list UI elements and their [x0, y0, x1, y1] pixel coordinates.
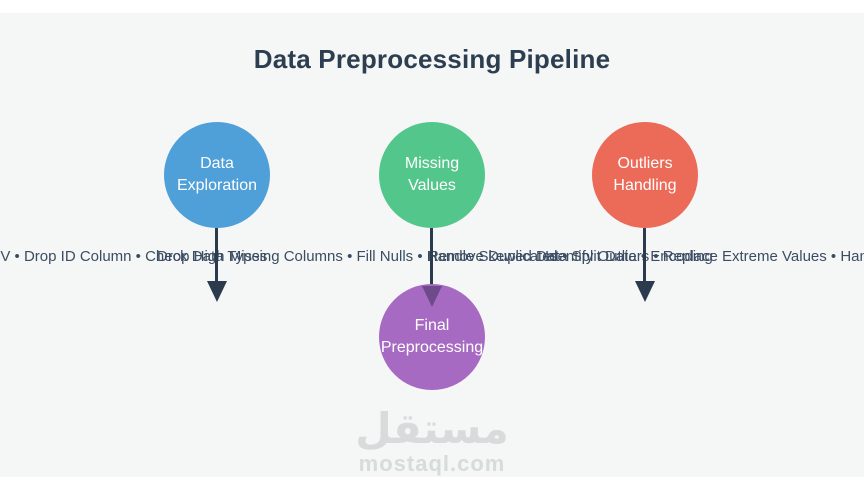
diagram-canvas: Data Preprocessing Pipeline Load CSV • D…	[0, 13, 864, 477]
watermark-logo: مستقل	[355, 404, 509, 453]
stage-label: Data Exploration	[176, 154, 258, 194]
down-arrow-icon	[207, 281, 227, 302]
steps-data-exploration: Load CSV • Drop ID Column • Check Data T…	[0, 248, 268, 265]
steps-missing-values: Drop High Missing Columns • Fill Nulls •…	[157, 248, 568, 265]
stage-label: Outliers Handling	[613, 154, 677, 194]
down-arrow-icon	[635, 281, 655, 302]
watermark-site-text: mostaql.com	[358, 451, 506, 476]
stage-label: Missing Values	[404, 154, 460, 194]
stage-circle-outliers-handling: Outliers Handling	[592, 122, 698, 228]
steps-final-preprocessing: Remove Duplicates • Split Data • Encodin…	[428, 248, 713, 265]
stage-label: Final Preprocessing	[380, 316, 484, 356]
arrow-line-exploration	[215, 228, 218, 283]
stage-circle-data-exploration: Data Exploration	[164, 122, 270, 228]
arrow-line-missing	[430, 228, 433, 290]
steps-outliers-handling: Identify Outliers • Replace Extreme Valu…	[545, 248, 864, 265]
arrow-line-outliers	[643, 228, 646, 283]
stage-circle-missing-values: Missing Values	[379, 122, 485, 228]
page-title: Data Preprocessing Pipeline	[253, 44, 611, 74]
down-arrow-icon	[422, 286, 442, 307]
